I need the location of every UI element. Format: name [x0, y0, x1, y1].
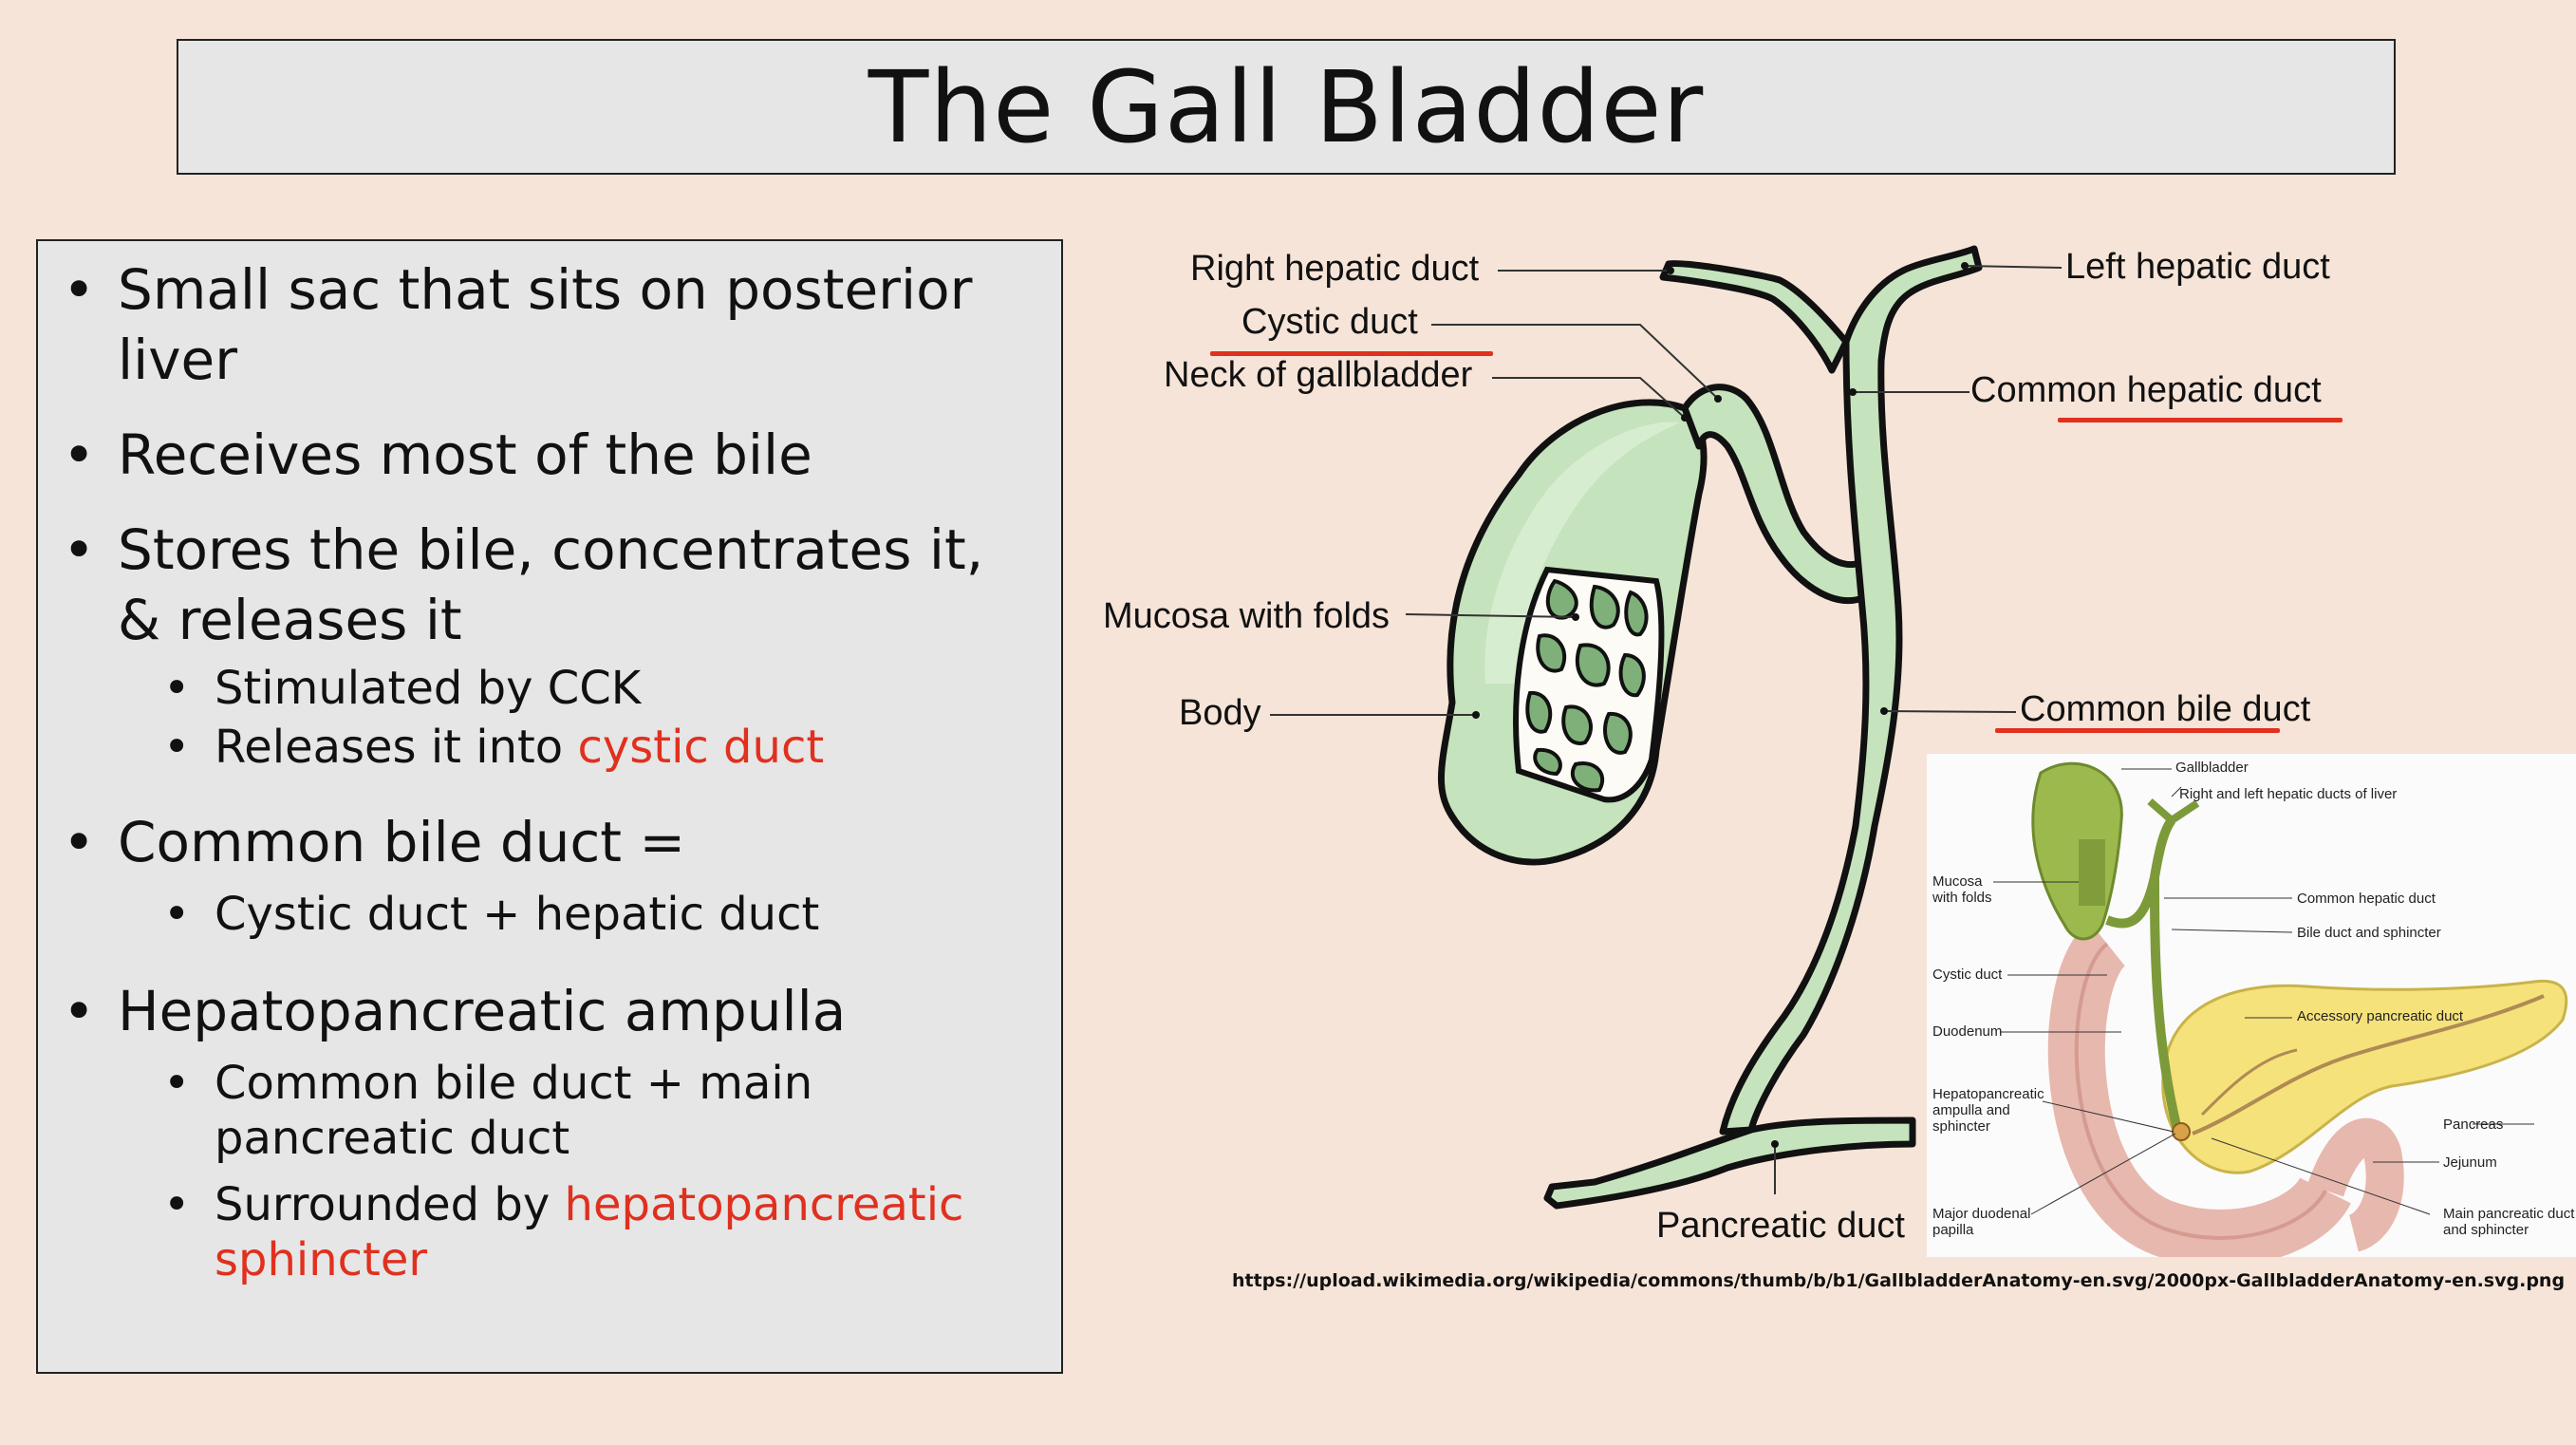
- label-body: Body: [1179, 693, 1261, 733]
- inset-label-accessory: Accessory pancreatic duct: [2297, 1008, 2464, 1024]
- highlight-sphincter: hepatopancreatic sphincter: [215, 1178, 964, 1286]
- mucosa-window: [1513, 566, 1665, 803]
- common-bile-duct-underline: [1995, 728, 2280, 733]
- label-right-hepatic-duct: Right hepatic duct: [1190, 249, 1480, 289]
- label-left-hepatic-duct: Left hepatic duct: [2065, 247, 2330, 287]
- label-mucosa-with-folds: Mucosa with folds: [1103, 596, 1391, 636]
- bullet-item: Small sac that sits on posterior liver: [63, 254, 1042, 395]
- inset-label-main-pancreatic: Main pancreatic duct and sphincter: [2443, 1206, 2575, 1238]
- inset-label-mucosa: Mucosa with folds: [1932, 873, 1992, 906]
- bullet-item: Common bile duct =: [63, 807, 1042, 877]
- inset-label-gallbladder: Gallbladder: [2175, 760, 2249, 776]
- sub-bullet-item: Common bile duct + main pancreatic duct: [63, 1056, 1042, 1166]
- label-common-bile-duct: Common bile duct: [2020, 689, 2311, 729]
- inset-label-cystic: Cystic duct: [1932, 966, 2003, 983]
- common-bile-duct-shape: [1719, 245, 1983, 1135]
- sub-bullet-item: Releases it into cystic duct: [63, 720, 1042, 775]
- right-hepatic-duct-shape: [1659, 260, 1850, 374]
- pancreatic-duct-shape: [1543, 1117, 1916, 1210]
- label-neck-of-gallbladder: Neck of gallbladder: [1164, 355, 1473, 395]
- bullet-item: Receives most of the bile: [63, 420, 1042, 490]
- label-cystic-duct: Cystic duct: [1241, 302, 1418, 342]
- inset-label-duodenum: Duodenum: [1932, 1023, 2003, 1040]
- gallbladder-highlight: [1484, 422, 1680, 684]
- inset-drawing: [1993, 761, 2568, 1257]
- cystic-duct-shape: [1681, 384, 1869, 605]
- source-url: https://upload.wikimedia.org/wikipedia/c…: [1232, 1270, 2566, 1291]
- sub-bullet-item: Surrounded by hepatopancreatic sphincter: [63, 1177, 1042, 1287]
- label-common-hepatic-duct: Common hepatic duct: [1970, 370, 2322, 410]
- inset-label-pancreas: Pancreas: [2443, 1117, 2504, 1133]
- inset-label-jejunum: Jejunum: [2443, 1154, 2497, 1171]
- sub-bullet-item: Cystic duct + hepatic duct: [63, 887, 1042, 942]
- common-hepatic-duct-underline: [2058, 418, 2343, 422]
- inset-label-bile-duct: Bile duct and sphincter: [2297, 925, 2441, 941]
- inset-label-common-hepatic: Common hepatic duct: [2297, 891, 2436, 907]
- inset-label-ampulla: Hepatopancreatic ampulla and sphincter: [1932, 1086, 2044, 1135]
- bullet-panel: Small sac that sits on posterior liver R…: [36, 239, 1063, 1374]
- inset-anatomy-image: Gallbladder Right and left hepatic ducts…: [1927, 754, 2576, 1257]
- slide-title: The Gall Bladder: [868, 48, 1705, 165]
- bullet-item: Hepatopancreatic ampulla: [63, 976, 1042, 1046]
- cystic-duct-underline: [1210, 351, 1493, 356]
- inset-label-papilla: Major duodenal papilla: [1932, 1206, 2031, 1238]
- title-box: The Gall Bladder: [177, 39, 2396, 175]
- sub-bullet-text: Releases it into: [215, 721, 578, 774]
- inset-label-hepatic-ducts: Right and left hepatic ducts of liver: [2179, 786, 2398, 802]
- sub-bullet-text: Surrounded by: [215, 1178, 565, 1231]
- label-pancreatic-duct: Pancreatic duct: [1656, 1206, 1905, 1246]
- highlight-cystic-duct: cystic duct: [577, 721, 825, 774]
- sub-bullet-item: Stimulated by CCK: [63, 661, 1042, 716]
- bullet-item: Stores the bile, concentrates it, & rele…: [63, 515, 1042, 655]
